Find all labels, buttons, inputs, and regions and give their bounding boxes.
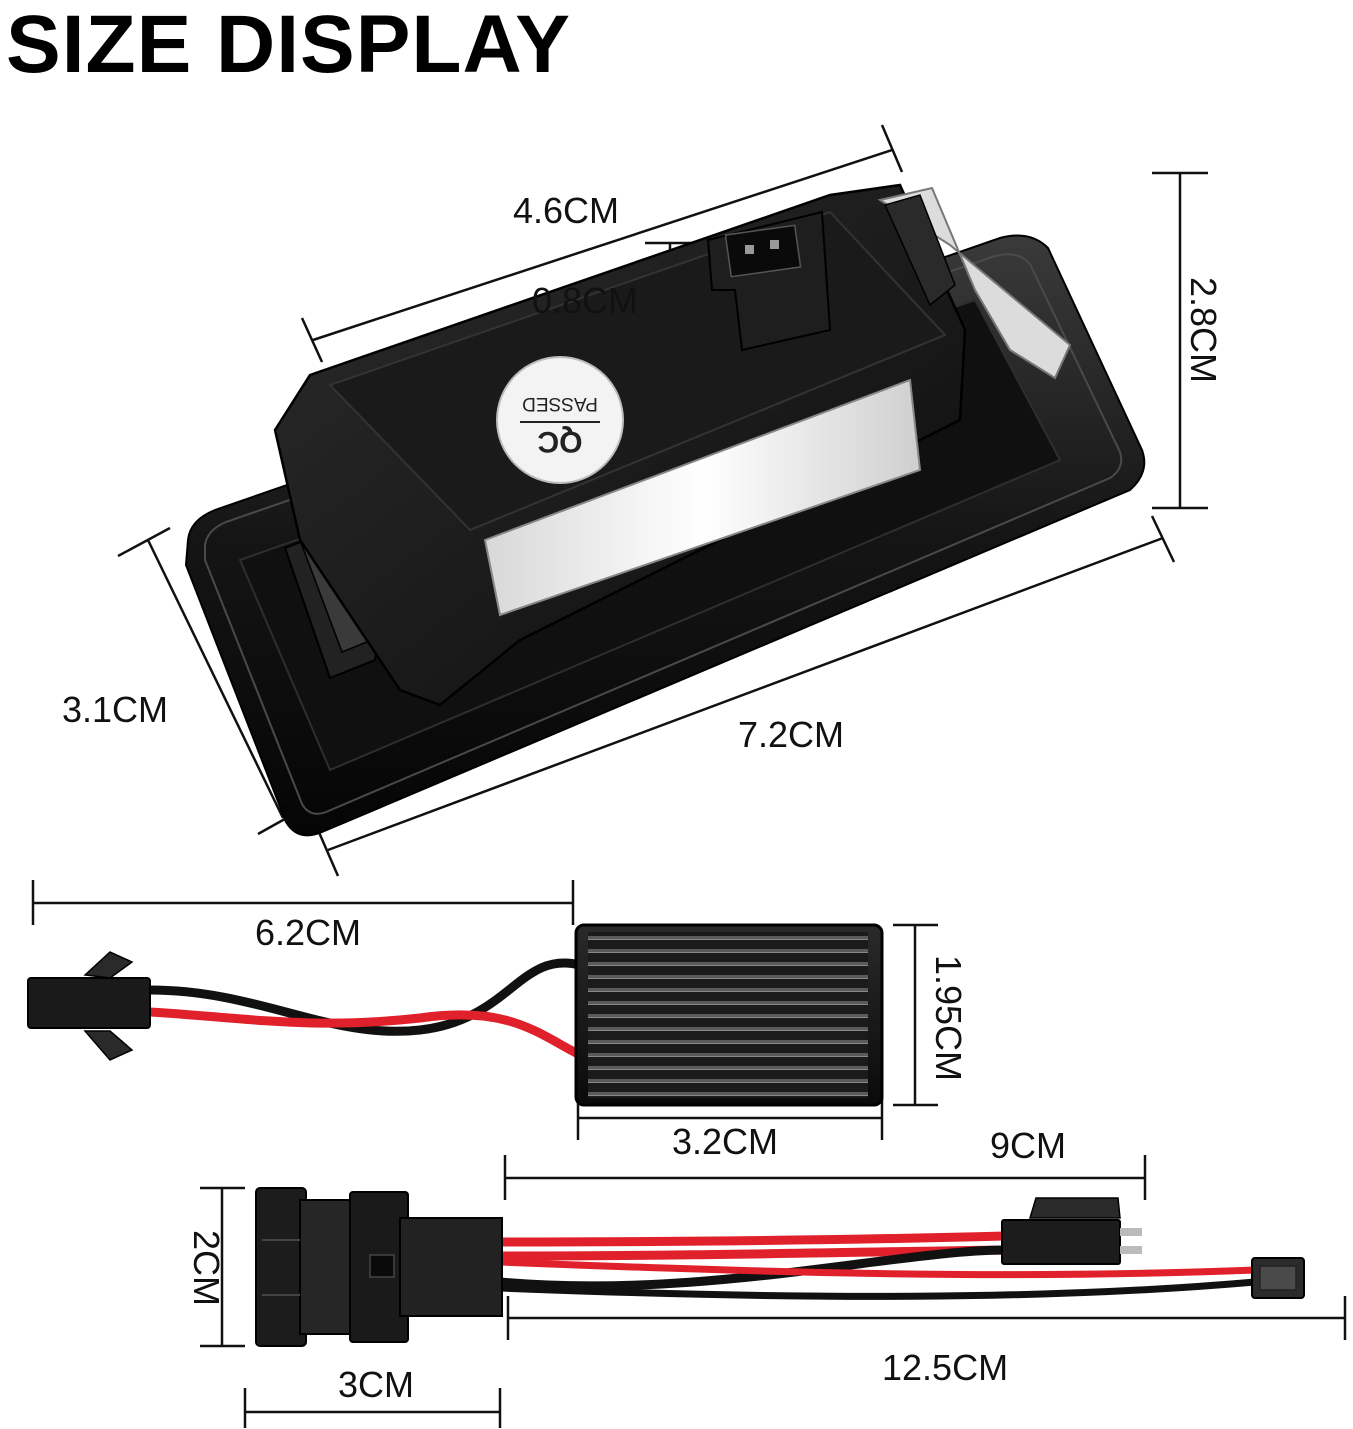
dim-plug-width: 3CM <box>338 1364 415 1405</box>
dim-branch-length: 9CM <box>990 1125 1067 1166</box>
qc-sub: PASSED <box>522 393 598 414</box>
license-plate-lamp: QC PASSED <box>184 183 1146 837</box>
dim-total-length: 12.5CM <box>882 1347 1009 1388</box>
page-title: SIZE DISPLAY <box>6 0 571 90</box>
decoder-cable <box>145 958 585 1060</box>
dim-length: 7.2CM <box>738 714 845 755</box>
adapter-main-plug <box>255 1187 503 1347</box>
dim-depth: 3.1CM <box>62 689 169 730</box>
decoder-plug <box>27 951 151 1061</box>
dim-connector-height: 0.8CM <box>532 280 639 321</box>
dim-top-width: 4.6CM <box>513 190 620 231</box>
adapter-dimension-lines <box>200 1155 1347 1428</box>
adapter-two-pin-plug <box>1001 1197 1142 1265</box>
dim-plug-height: 2CM <box>186 1229 228 1307</box>
lamp-dimension-lines <box>117 124 1208 877</box>
adapter-small-plug <box>1251 1257 1305 1299</box>
dim-box-width: 3.2CM <box>672 1121 779 1162</box>
dim-cable-length: 6.2CM <box>255 912 362 953</box>
qc-sticker <box>496 356 624 484</box>
qc-label: QC <box>538 425 583 458</box>
dim-height: 2.8CM <box>1183 276 1225 384</box>
adapter-cable <box>495 1231 1259 1300</box>
decoder-box <box>574 923 884 1107</box>
dim-box-height: 1.95CM <box>928 954 970 1082</box>
